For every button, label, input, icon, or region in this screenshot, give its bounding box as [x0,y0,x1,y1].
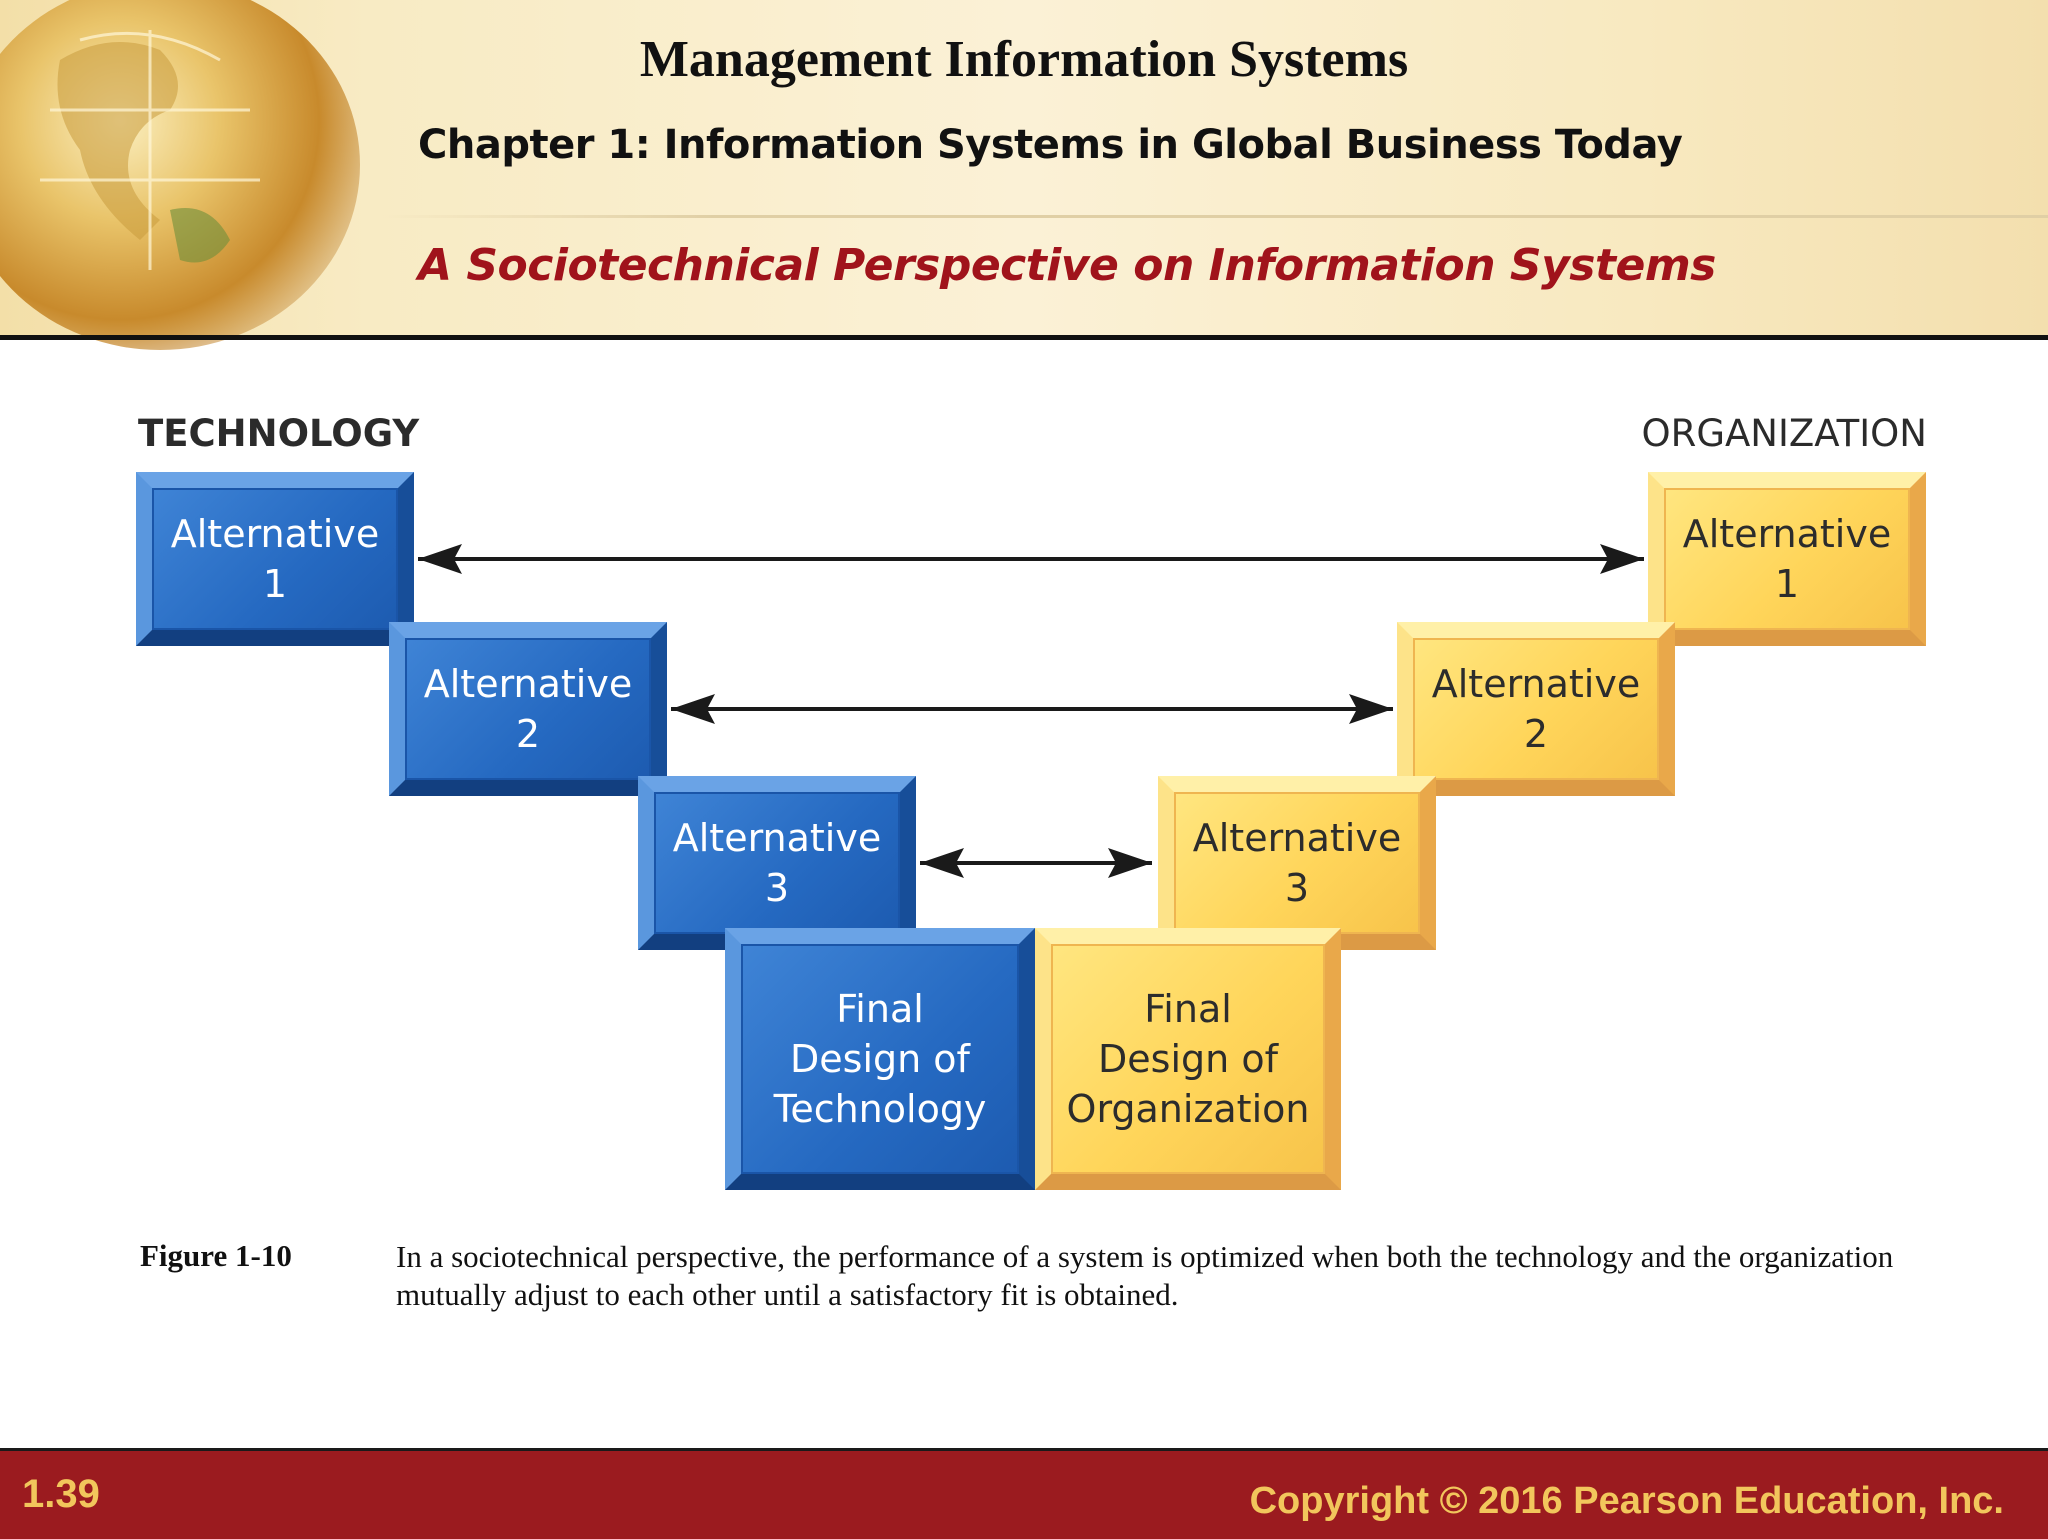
box-label: Alternative 1 [1682,512,1892,606]
box-label: Alternative 1 [170,512,380,606]
slide-number: 1.39 [22,1472,100,1516]
slide-header [0,0,2048,350]
technology-label: TECHNOLOGY [138,412,420,455]
header-divider [380,215,2048,218]
organization-alternative-1: Alternative 1 [1648,472,1926,646]
organization-final-design: Final Design of Organization [1035,928,1341,1190]
organization-label: ORGANIZATION [1641,412,1927,455]
section-title: A Sociotechnical Perspective on Informat… [418,240,1716,291]
box-label: Final Design of Organization [1066,987,1310,1131]
copyright-notice: Copyright © 2016 Pearson Education, Inc. [1249,1480,2004,1522]
figure-number: Figure 1-10 [140,1238,292,1273]
organization-alternative-2: Alternative 2 [1397,622,1675,796]
box-label: Alternative 3 [1192,816,1402,910]
slide-footer [0,1448,2048,1539]
slide-title: Management Information Systems [639,31,1409,88]
box-label: Alternative 2 [1431,662,1641,756]
box-label: Final Design of Technology [773,987,987,1131]
box-label: Alternative 3 [672,816,882,910]
figure-caption: In a sociotechnical perspective, the per… [396,1239,1894,1312]
box-label: Alternative 2 [423,662,633,756]
technology-alternative-2: Alternative 2 [389,622,667,796]
technology-final-design: Final Design of Technology [725,928,1035,1190]
globe-icon [0,0,360,350]
header-bottom-border [0,335,2048,340]
globe-continents-icon [40,30,260,270]
technology-alternative-3: Alternative 3 [638,776,916,950]
technology-alternative-1: Alternative 1 [136,472,414,646]
chapter-title: Chapter 1: Information Systems in Global… [418,122,1683,168]
